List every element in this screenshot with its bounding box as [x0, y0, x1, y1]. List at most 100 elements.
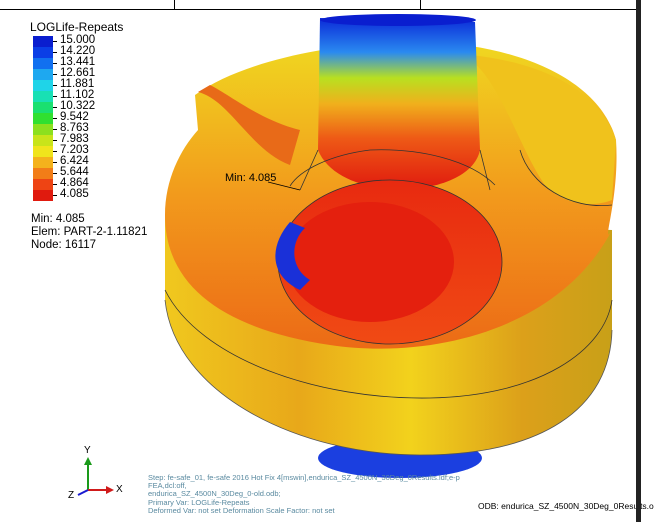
- bore-blue-patch: [275, 222, 310, 290]
- legend-swatch: [33, 168, 53, 179]
- legend-row: 9.542: [33, 111, 163, 124]
- edge-line: [164, 289, 613, 399]
- legend-value: 7.983: [60, 133, 89, 145]
- top-border: [0, 0, 641, 10]
- legend-value: 6.424: [60, 155, 89, 167]
- legend-swatch: [33, 80, 53, 91]
- legend-value: 14.220: [60, 45, 96, 57]
- post-top: [320, 14, 476, 26]
- legend-value: 10.322: [60, 100, 96, 112]
- y-arrowhead: [84, 457, 92, 465]
- legend-value: 4.864: [60, 177, 89, 189]
- min-leader-line: [267, 181, 301, 191]
- legend-row: 7.203: [33, 144, 163, 157]
- legend-swatch: [33, 102, 53, 113]
- legend-swatch: [33, 58, 53, 69]
- min-node: Node: 16117: [31, 239, 97, 251]
- legend-row: 7.983: [33, 133, 163, 146]
- legend-row: 11.881: [33, 78, 163, 91]
- legend-value: 9.542: [60, 111, 89, 123]
- legend-swatch: [33, 113, 53, 124]
- step-line: Step: fe-safe_01, fe-safe 2016 Hot Fix 4…: [148, 473, 460, 491]
- legend-row: 6.424: [33, 155, 163, 168]
- notch-left: [198, 85, 300, 165]
- legend-row: 11.102: [33, 89, 163, 102]
- min-value: Min: 4.085: [31, 213, 85, 225]
- legend-tick: [53, 41, 57, 42]
- axis-triad: Y X Z: [60, 445, 150, 515]
- x-arrowhead: [106, 486, 114, 494]
- axis-triad-arrows: [77, 457, 114, 496]
- legend-swatch: [33, 124, 53, 135]
- window-edge: [636, 0, 641, 522]
- odb-label: ODB: endurica_SZ_4500N_30Deg_0Results.o: [478, 501, 654, 511]
- legend-row: 14.220: [33, 45, 163, 58]
- legend-tick: [53, 140, 57, 141]
- legend-tick: [53, 85, 57, 86]
- step-info: Step: fe-safe_01, fe-safe 2016 Hot Fix 4…: [148, 473, 478, 515]
- edge-line: [289, 149, 496, 187]
- legend-value: 15.000: [60, 34, 96, 46]
- legend-row: 8.763: [33, 122, 163, 135]
- min-info: Min: 4.085 Elem: PART-2-1.11821 Node: 16…: [31, 213, 147, 252]
- legend-title: LOGLife-Repeats: [30, 20, 124, 34]
- legend-tick: [53, 162, 57, 163]
- edge-line: [299, 149, 319, 191]
- primary-var-line: Primary Var: LOGLife-Repeats: [148, 497, 250, 507]
- border-tick: [174, 0, 175, 10]
- edge-line: [479, 149, 491, 191]
- deformed-var-line: Deformed Var: not set Deformation Scale …: [148, 505, 335, 515]
- z-axis-arrow: [77, 489, 89, 496]
- legend-tick: [53, 151, 57, 152]
- notch-right: [470, 55, 616, 205]
- legend-value: 4.085: [60, 188, 89, 200]
- legend-row: 4.864: [33, 177, 163, 190]
- legend-tick: [53, 107, 57, 108]
- legend-tick: [53, 74, 57, 75]
- y-axis-label: Y: [84, 445, 91, 456]
- bore-inner: [286, 202, 454, 322]
- legend-tick: [53, 129, 57, 130]
- legend-row: 15.000: [33, 34, 163, 47]
- legend-swatch: [33, 157, 53, 168]
- legend-value: 12.661: [60, 67, 96, 79]
- border-tick: [420, 0, 421, 10]
- legend-tick: [53, 96, 57, 97]
- min-element: Elem: PART-2-1.11821: [31, 226, 148, 238]
- legend-tick: [53, 195, 57, 196]
- legend-tick: [53, 52, 57, 53]
- min-tag: Min: 4.085: [225, 172, 277, 184]
- odb-file-line: endurica_SZ_4500N_30Deg_0-old.odb;: [148, 489, 281, 499]
- legend-swatch: [33, 69, 53, 80]
- legend-row: 13.441: [33, 56, 163, 69]
- edge-line: [164, 299, 613, 456]
- legend-tick: [53, 118, 57, 119]
- legend-row: 4.085: [33, 188, 163, 201]
- legend-value: 5.644: [60, 166, 89, 178]
- center-post: [318, 18, 480, 190]
- legend-swatch: [33, 36, 53, 47]
- legend-value: 7.203: [60, 144, 89, 156]
- legend-value: 13.441: [60, 56, 96, 68]
- legend-row: 12.661: [33, 67, 163, 80]
- edge-line: [519, 149, 613, 207]
- legend-tick: [53, 184, 57, 185]
- z-axis-label: Z: [68, 490, 75, 501]
- legend-value: 8.763: [60, 122, 89, 134]
- legend-row: 5.644: [33, 166, 163, 179]
- legend-swatch: [33, 179, 53, 190]
- legend-tick: [53, 63, 57, 64]
- x-axis-label: X: [116, 484, 123, 495]
- legend-value: 11.102: [60, 89, 95, 101]
- legend-swatch: [33, 135, 53, 146]
- legend-swatch: [33, 190, 53, 201]
- legend-value: 11.881: [60, 78, 95, 90]
- legend-swatch: [33, 146, 53, 157]
- legend-swatch: [33, 47, 53, 58]
- legend-row: 10.322: [33, 100, 163, 113]
- legend-tick: [53, 173, 57, 174]
- legend-swatch: [33, 91, 53, 102]
